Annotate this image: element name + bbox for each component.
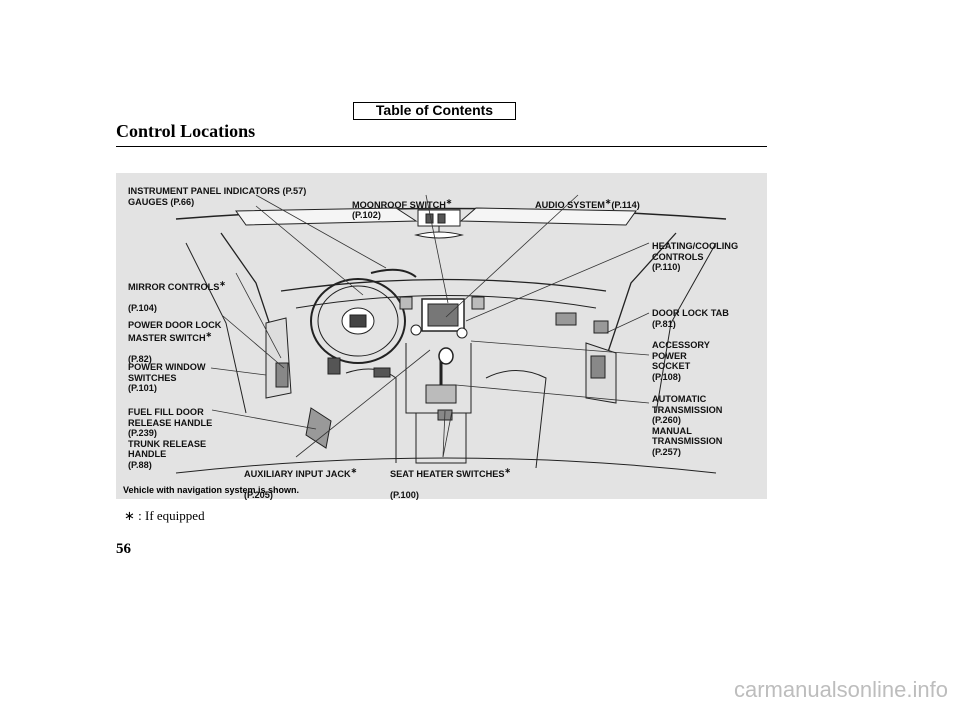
asterisk: ∗ [445,196,453,206]
asterisk: ∗ [205,330,212,339]
label-aux-ref: (P.205) [244,489,273,500]
label-seat-heater-text: SEAT HEATER SWITCHES [390,468,505,479]
dashboard-drawing [175,194,727,474]
label-accessory-socket: ACCESSORY POWER SOCKET (P.108) [652,340,710,382]
label-moonroof-text: MOONROOF SWITCH [352,199,446,210]
label-fuel-trunk: FUEL FILL DOOR RELEASE HANDLE (P.239) TR… [128,407,213,470]
label-door-lock-ref: (P.82) [128,354,152,365]
label-audio-text: AUDIO SYSTEM [535,199,605,210]
label-moonroof-ref: (P.102) [352,210,381,221]
label-audio-ref: (P.114) [611,199,640,210]
label-door-lock-tab: DOOR LOCK TAB (P.81) [652,308,729,329]
label-aux-text: AUXILIARY INPUT JACK [244,468,351,479]
footnote: ∗ : If equipped [124,508,205,523]
asterisk: ∗ [504,465,511,475]
label-audio-system: AUDIO SYSTEM∗(P.114) [535,186,640,210]
label-moonroof-switch: MOONROOF SWITCH∗ (P.102) [352,186,452,221]
label-mirror-controls: MIRROR CONTROLS∗ (P.104) [128,268,226,313]
figure-caption: Vehicle with navigation system is shown. [123,485,300,495]
label-transmission: AUTOMATIC TRANSMISSION (P.260) MANUAL TR… [652,394,723,457]
title-divider [116,146,767,147]
dashboard-illustration: INSTRUMENT PANEL INDICATORS (P.57) GAUGE… [116,173,767,500]
label-instrument-panel: INSTRUMENT PANEL INDICATORS (P.57) GAUGE… [128,186,307,207]
label-heating-cooling: HEATING/COOLING CONTROLS (P.110) [652,241,739,272]
label-door-lock-text: POWER DOOR LOCK MASTER SWITCH [128,319,222,344]
asterisk: ∗ [350,465,358,475]
asterisk: ∗ [219,278,226,288]
label-power-window: POWER WINDOW SWITCHES (P.101) [128,362,206,393]
asterisk: ∗ [604,196,612,206]
page-number: 56 [116,541,131,557]
page-title: Control Locations [116,121,256,141]
label-mirror-ref: (P.104) [128,302,157,313]
watermark: carmanualsonline.info [733,677,948,702]
label-seat-heater-ref: (P.100) [390,489,419,500]
table-of-contents-button[interactable]: Table of Contents [353,102,516,120]
label-mirror-text: MIRROR CONTROLS [128,281,220,292]
label-seat-heater: SEAT HEATER SWITCHES∗ (P.100) [390,455,511,500]
label-aux-jack: AUXILIARY INPUT JACK∗ (P.205) [244,455,357,500]
label-power-door-lock: POWER DOOR LOCK MASTER SWITCH∗ (P.82) [128,309,221,365]
